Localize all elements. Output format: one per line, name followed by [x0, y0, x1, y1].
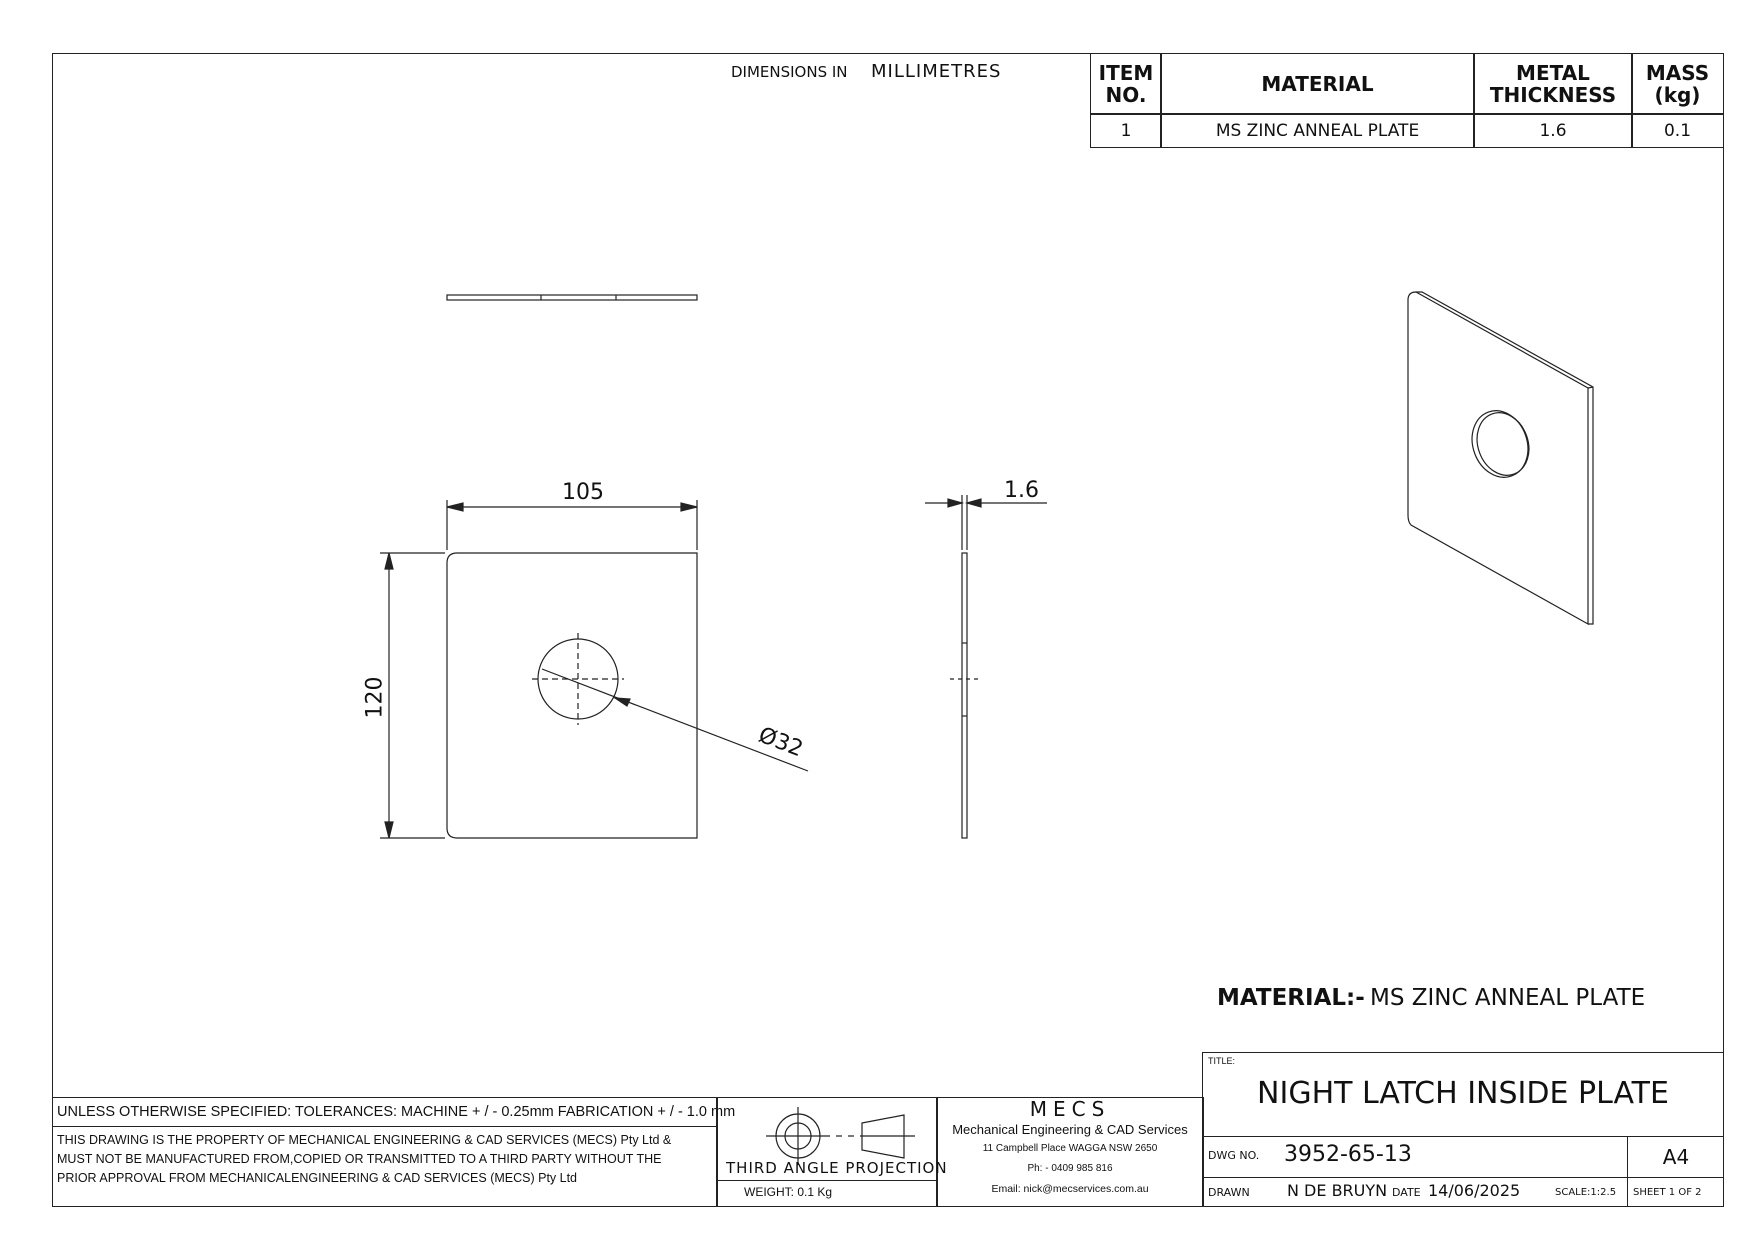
projection-block	[716, 1097, 938, 1207]
property-note-line: PRIOR APPROVAL FROM MECHANICALENGINEERIN…	[57, 1171, 578, 1185]
projection-label: THIRD ANGLE PROJECTION	[726, 1159, 948, 1177]
bom-cell-mass: 0.1	[1631, 113, 1724, 148]
material-note-label: MATERIAL:-	[1217, 985, 1365, 1011]
property-note-line: MUST NOT BE MANUFACTURED FROM,COPIED OR …	[57, 1152, 662, 1166]
bom-header-mass: MASS(kg)	[1631, 53, 1724, 115]
header-line: NO.	[1105, 83, 1147, 107]
title-label: TITLE:	[1208, 1056, 1236, 1066]
drawn-label: DRAWN	[1208, 1186, 1250, 1199]
header-line: METAL	[1516, 61, 1590, 85]
company-address: 11 Campbell Place WAGGA NSW 2650	[982, 1142, 1158, 1154]
dimension-width: 105	[562, 480, 604, 505]
tolerances-note: UNLESS OTHERWISE SPECIFIED: TOLERANCES: …	[57, 1104, 736, 1120]
material-note-value: MS ZINC ANNEAL PLATE	[1370, 985, 1646, 1011]
dimension-height: 120	[362, 676, 388, 719]
company-email: Email: nick@mecservices.com.au	[991, 1183, 1149, 1195]
company-phone: Ph: - 0409 985 816	[1027, 1162, 1113, 1174]
third-angle-projection-icon	[766, 1107, 915, 1165]
drawn-by: N DE BRUYN	[1287, 1181, 1388, 1200]
company-name: Mechanical Engineering & CAD Services	[952, 1121, 1188, 1137]
header-line: MATERIAL	[1261, 72, 1374, 96]
bom-cell-item: 1	[1090, 113, 1162, 148]
dimensions-unit: MILLIMETRES	[871, 61, 1002, 82]
scale: SCALE:1:2.5	[1555, 1187, 1617, 1198]
company-block	[936, 1097, 1204, 1207]
dwg-no: 3952-65-13	[1284, 1142, 1412, 1167]
property-note-line: THIS DRAWING IS THE PROPERTY OF MECHANIC…	[57, 1133, 672, 1147]
header-line: (kg)	[1654, 83, 1701, 107]
paper-size: A4	[1662, 1145, 1690, 1169]
bom-cell-thickness: 1.6	[1473, 113, 1633, 148]
notes-divider	[52, 1126, 718, 1127]
header-line: MASS	[1645, 61, 1710, 85]
dwg-divider	[1202, 1177, 1724, 1178]
date-label: DATE	[1392, 1186, 1421, 1199]
bom-header-material: MATERIAL	[1160, 53, 1475, 115]
title-divider	[1202, 1136, 1724, 1137]
weight-label: WEIGHT: 0.1 Kg	[744, 1185, 833, 1199]
sheet-number: SHEET 1 OF 2	[1633, 1187, 1702, 1198]
company-logo: MECS	[1029, 1097, 1111, 1121]
date: 14/06/2025	[1428, 1181, 1521, 1200]
bom-cell-material: MS ZINC ANNEAL PLATE	[1160, 113, 1475, 148]
isometric-view	[1407, 291, 1594, 626]
notes-block	[52, 1097, 718, 1207]
drawing-title: NIGHT LATCH INSIDE PLATE	[1257, 1075, 1669, 1111]
dwg-no-label: DWG NO.	[1208, 1149, 1260, 1162]
sheet-divider	[1627, 1136, 1628, 1207]
dimensions-label: DIMENSIONS IN	[731, 63, 848, 81]
top-view	[446, 294, 698, 301]
side-view	[925, 495, 1047, 839]
front-view	[380, 500, 809, 839]
title-block	[1202, 1052, 1724, 1207]
dimension-thickness: 1.6	[1004, 478, 1039, 503]
header-line: ITEM	[1098, 61, 1154, 85]
header-line: THICKNESS	[1489, 83, 1617, 107]
projection-divider	[716, 1180, 938, 1181]
